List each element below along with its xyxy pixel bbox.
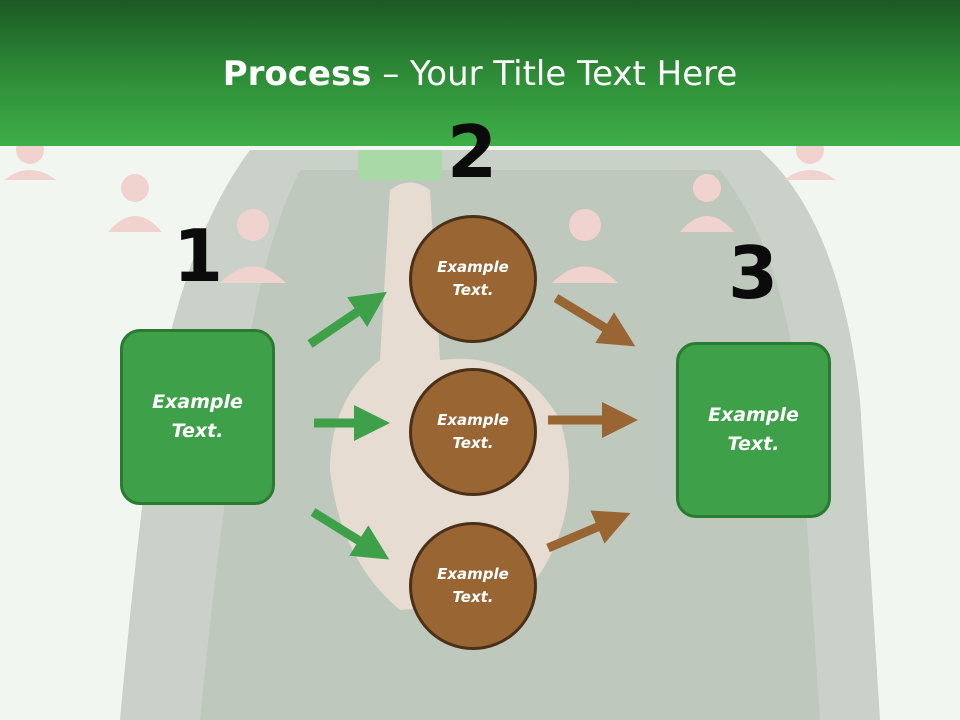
step-2-circle-bottom: Example Text. [409, 522, 537, 650]
step-1-box-label: Example Text. [152, 391, 243, 442]
step-1-box: Example Text. [120, 329, 275, 505]
step-3-box-label: Example Text. [708, 404, 799, 455]
circle-top-label: Example Text. [437, 258, 509, 299]
circle-middle-label: Example Text. [437, 411, 509, 452]
arrow-left-to-bottom [310, 508, 390, 560]
slide-title: Process – Your Title Text Here [0, 52, 960, 96]
circle-bottom-label: Example Text. [437, 565, 509, 606]
step-3-box: Example Text. [676, 342, 831, 518]
title-banner [0, 0, 960, 146]
step-number-2: 2 [446, 110, 498, 194]
step-2-circle-middle: Example Text. [409, 368, 537, 496]
title-bold: Process [222, 54, 372, 94]
arrow-left-to-top [307, 291, 387, 348]
step-2-circle-top: Example Text. [409, 215, 537, 343]
step-number-3: 3 [727, 231, 779, 315]
arrow-top-to-right [553, 294, 636, 347]
title-rest: – Your Title Text Here [371, 54, 738, 94]
arrow-bottom-to-right [546, 510, 631, 553]
step-number-1: 1 [172, 214, 224, 298]
